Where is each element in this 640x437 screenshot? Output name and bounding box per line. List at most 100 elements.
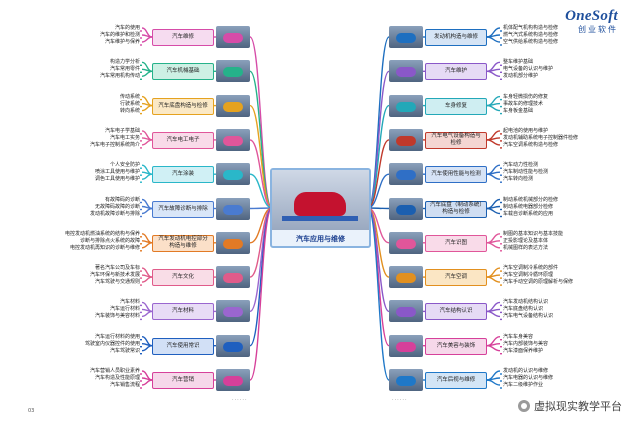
leaf-connector — [141, 310, 153, 318]
branch-thumbnail — [389, 94, 423, 117]
leaf-item: 诊断与排除点火系统的故障 — [79, 237, 140, 244]
branch-label: 汽车使用常识 — [166, 342, 200, 349]
leaf-item: 调色工具使用与维护 — [94, 176, 140, 183]
car-part-icon — [223, 341, 243, 352]
leaf-item: 电控发动机燃油系统的结构与保养 — [64, 230, 140, 237]
branch-node: 汽车电气设备构造与检修 — [425, 131, 487, 149]
car-part-icon — [223, 170, 243, 181]
branch-thumbnail — [389, 197, 423, 220]
leaf-item: 汽车的使用 — [114, 25, 140, 31]
branch-thumbnail — [216, 163, 250, 186]
branch-connector — [249, 173, 273, 209]
branch-thumbnail — [216, 26, 250, 48]
leaf-item: 汽车的维护和检测 — [99, 32, 140, 38]
branch-thumbnail — [216, 128, 250, 151]
branch-label: 汽车电工电子 — [166, 136, 200, 143]
leaf-item: 汽车空调制冷循环原理 — [503, 272, 554, 279]
branch-thumbnail — [216, 197, 250, 220]
car-part-icon — [396, 238, 416, 249]
leaf-item: 汽车手动空调的原理解析与保修 — [503, 279, 574, 286]
leaf-item: 汽车维护与保养 — [104, 39, 140, 45]
leaf-item: 汽车电子控制系统简介 — [89, 141, 140, 148]
leaf-item: 汽车电工实务 — [109, 134, 140, 141]
leaf-item: 汽车漆面保养维护 — [503, 347, 544, 354]
branch-connector — [367, 36, 390, 209]
leaf-item: 汽车底盘结构认识 — [503, 306, 544, 313]
central-topic: 汽车应用与维修 — [270, 168, 371, 248]
leaf-connector — [486, 276, 501, 283]
branch-connector — [367, 104, 390, 209]
car-part-icon — [396, 376, 416, 386]
leaf-connector — [486, 242, 501, 249]
leaf-item: 汽车构造及性能原理 — [94, 375, 140, 381]
branch-node: 汽车结构认识 — [425, 303, 487, 321]
branch-node: 汽车使用性能与检测 — [425, 166, 487, 184]
branch-thumbnail — [389, 334, 423, 357]
leaf-item: 汽车运行材料的使用 — [94, 333, 140, 340]
branch-node: 汽车故障诊断与排除 — [152, 200, 214, 218]
branch-thumbnail — [389, 26, 423, 48]
branch-connector — [367, 207, 390, 278]
branch-thumbnail — [216, 334, 250, 357]
branch-label: 汽车底盘（制动系统）构造与检修 — [429, 202, 483, 215]
branch-node: 汽车文化 — [152, 269, 214, 287]
leaf-item: 汽车动力性检测 — [503, 162, 539, 169]
leaf-item: 汽车销售流程 — [109, 382, 140, 388]
leaf-connector — [486, 70, 501, 77]
leaf-connector — [486, 345, 501, 352]
leaf-item: 汽车车身美容 — [503, 333, 534, 340]
leaf-connector — [486, 36, 501, 43]
leaf-item: 汽车装饰与美容材料 — [94, 313, 140, 320]
branch-connector — [249, 207, 273, 347]
leaf-item: 汽车电气设备结构认识 — [503, 313, 554, 320]
branch-connector — [249, 36, 273, 209]
leaf-item: 汽车驾驶常识 — [109, 347, 140, 354]
leaf-connector — [141, 173, 153, 180]
leaf-connector — [141, 242, 153, 249]
branch-node: 汽车维修 — [152, 29, 214, 46]
branch-label: 车身修复 — [444, 102, 467, 109]
car-icon — [294, 192, 346, 216]
branch-thumbnail — [216, 266, 250, 289]
branch-label: 汽车文化 — [171, 274, 194, 281]
branch-label: 汽车维护 — [444, 68, 467, 75]
left-ellipsis: ...... — [232, 396, 248, 402]
branch-node: 汽车底盘（制动系统）构造与检修 — [425, 200, 487, 218]
leaf-item: 汽车电子学基础 — [104, 127, 140, 134]
car-part-icon — [396, 33, 416, 43]
central-car-image — [272, 170, 369, 230]
right-ellipsis: ...... — [392, 396, 408, 402]
branch-thumbnail — [389, 128, 423, 151]
branch-label: 汽车营销 — [171, 377, 194, 383]
car-part-icon — [223, 376, 243, 386]
branch-thumbnail — [389, 369, 423, 391]
leaf-connector — [486, 379, 501, 386]
branch-thumbnail — [389, 266, 423, 289]
car-part-icon — [396, 273, 416, 284]
branch-connector — [367, 207, 390, 381]
car-part-icon — [223, 273, 243, 284]
branch-thumbnail — [216, 300, 250, 323]
branch-node: 汽车识图 — [425, 234, 487, 252]
leaf-item: 事故车的修理技术 — [503, 100, 544, 107]
branch-label: 汽车材料 — [171, 308, 194, 315]
leaf-item: 汽车常用机构传动 — [99, 73, 140, 80]
car-part-icon — [223, 238, 243, 249]
leaf-connector — [141, 104, 153, 112]
car-part-icon — [396, 170, 416, 181]
branch-node: 汽车维护 — [425, 63, 487, 81]
branch-node: 汽车营销 — [152, 372, 214, 389]
branch-thumbnail — [216, 231, 250, 254]
branch-label: 汽车底盘构造与检修 — [158, 102, 208, 109]
branch-node: 汽车使用常识 — [152, 337, 214, 355]
branch-label: 汽车机械基础 — [166, 68, 200, 75]
car-part-icon — [223, 33, 243, 43]
branch-label: 发动机构造与维修 — [433, 34, 478, 40]
branch-label: 汽车维修 — [171, 34, 194, 40]
branch-node: 汽车机械基础 — [152, 63, 214, 81]
leaf-item: 电控发动机再知识的诊断与维修 — [69, 244, 140, 251]
leaf-item: 无故障码故障的诊断 — [94, 203, 140, 210]
leaf-item: 车身轻微损伤的修复 — [503, 93, 549, 100]
branch-node: 汽车发动机电控部分构造与维修 — [152, 234, 214, 252]
branch-node: 汽车美容与装饰 — [425, 337, 487, 355]
